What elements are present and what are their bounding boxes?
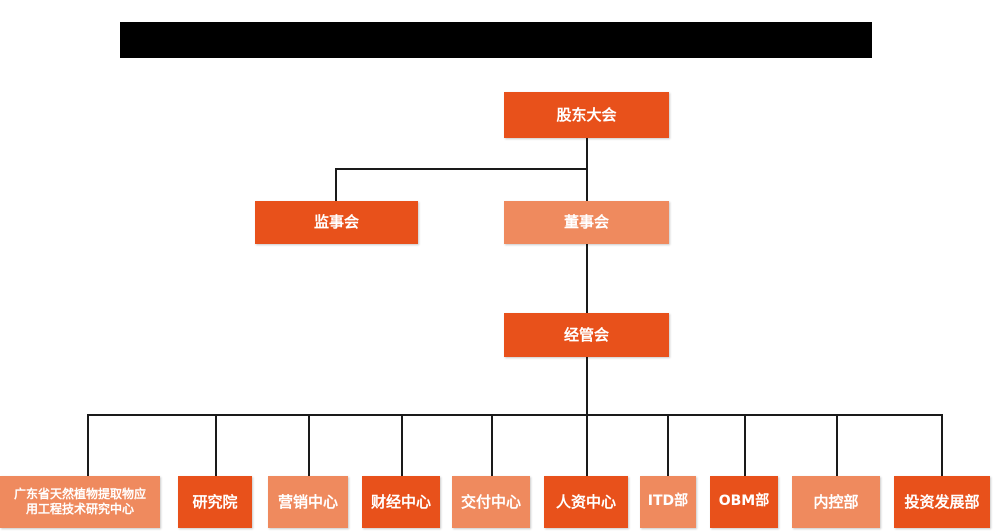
node-investment-development-department[interactable]: 投资发展部 [894,476,990,528]
connector-shareholders-stem [586,138,588,169]
connector-drop-3 [308,414,310,476]
node-hr-center[interactable]: 人资中心 [544,476,628,528]
connector-to-directors [586,168,588,201]
node-finance-center[interactable]: 财经中心 [362,476,440,528]
node-board-of-directors[interactable]: 董事会 [504,201,669,244]
connector-level2-bus [335,168,588,170]
connector-to-supervisors [335,168,337,201]
connector-drop-5 [491,414,493,476]
node-delivery-center[interactable]: 交付中心 [452,476,530,528]
connector-directors-to-management [586,243,588,313]
connector-drop-9 [836,414,838,476]
connector-drop-6 [586,414,588,476]
connector-drop-8 [744,414,746,476]
node-management-committee[interactable]: 经管会 [504,313,669,357]
node-research-institute[interactable]: 研究院 [178,476,252,528]
connector-drop-7 [667,414,669,476]
node-shareholders-meeting[interactable]: 股东大会 [504,92,669,138]
node-obm-department[interactable]: OBM部 [710,476,778,528]
connector-departments-bus [87,414,942,416]
connector-drop-1 [87,414,89,476]
connector-drop-4 [401,414,403,476]
redacted-title-bar [120,22,872,58]
node-internal-control-department[interactable]: 内控部 [792,476,880,528]
node-gd-natural-plant-extract-research-center[interactable]: 广东省天然植物提取物应 用工程技术研究中心 [0,476,160,528]
connector-drop-2 [215,414,217,476]
node-marketing-center[interactable]: 营销中心 [268,476,348,528]
connector-management-stem [586,357,588,415]
node-itd-department[interactable]: ITD部 [640,476,696,528]
connector-drop-10 [941,414,943,476]
node-board-of-supervisors[interactable]: 监事会 [255,201,418,244]
